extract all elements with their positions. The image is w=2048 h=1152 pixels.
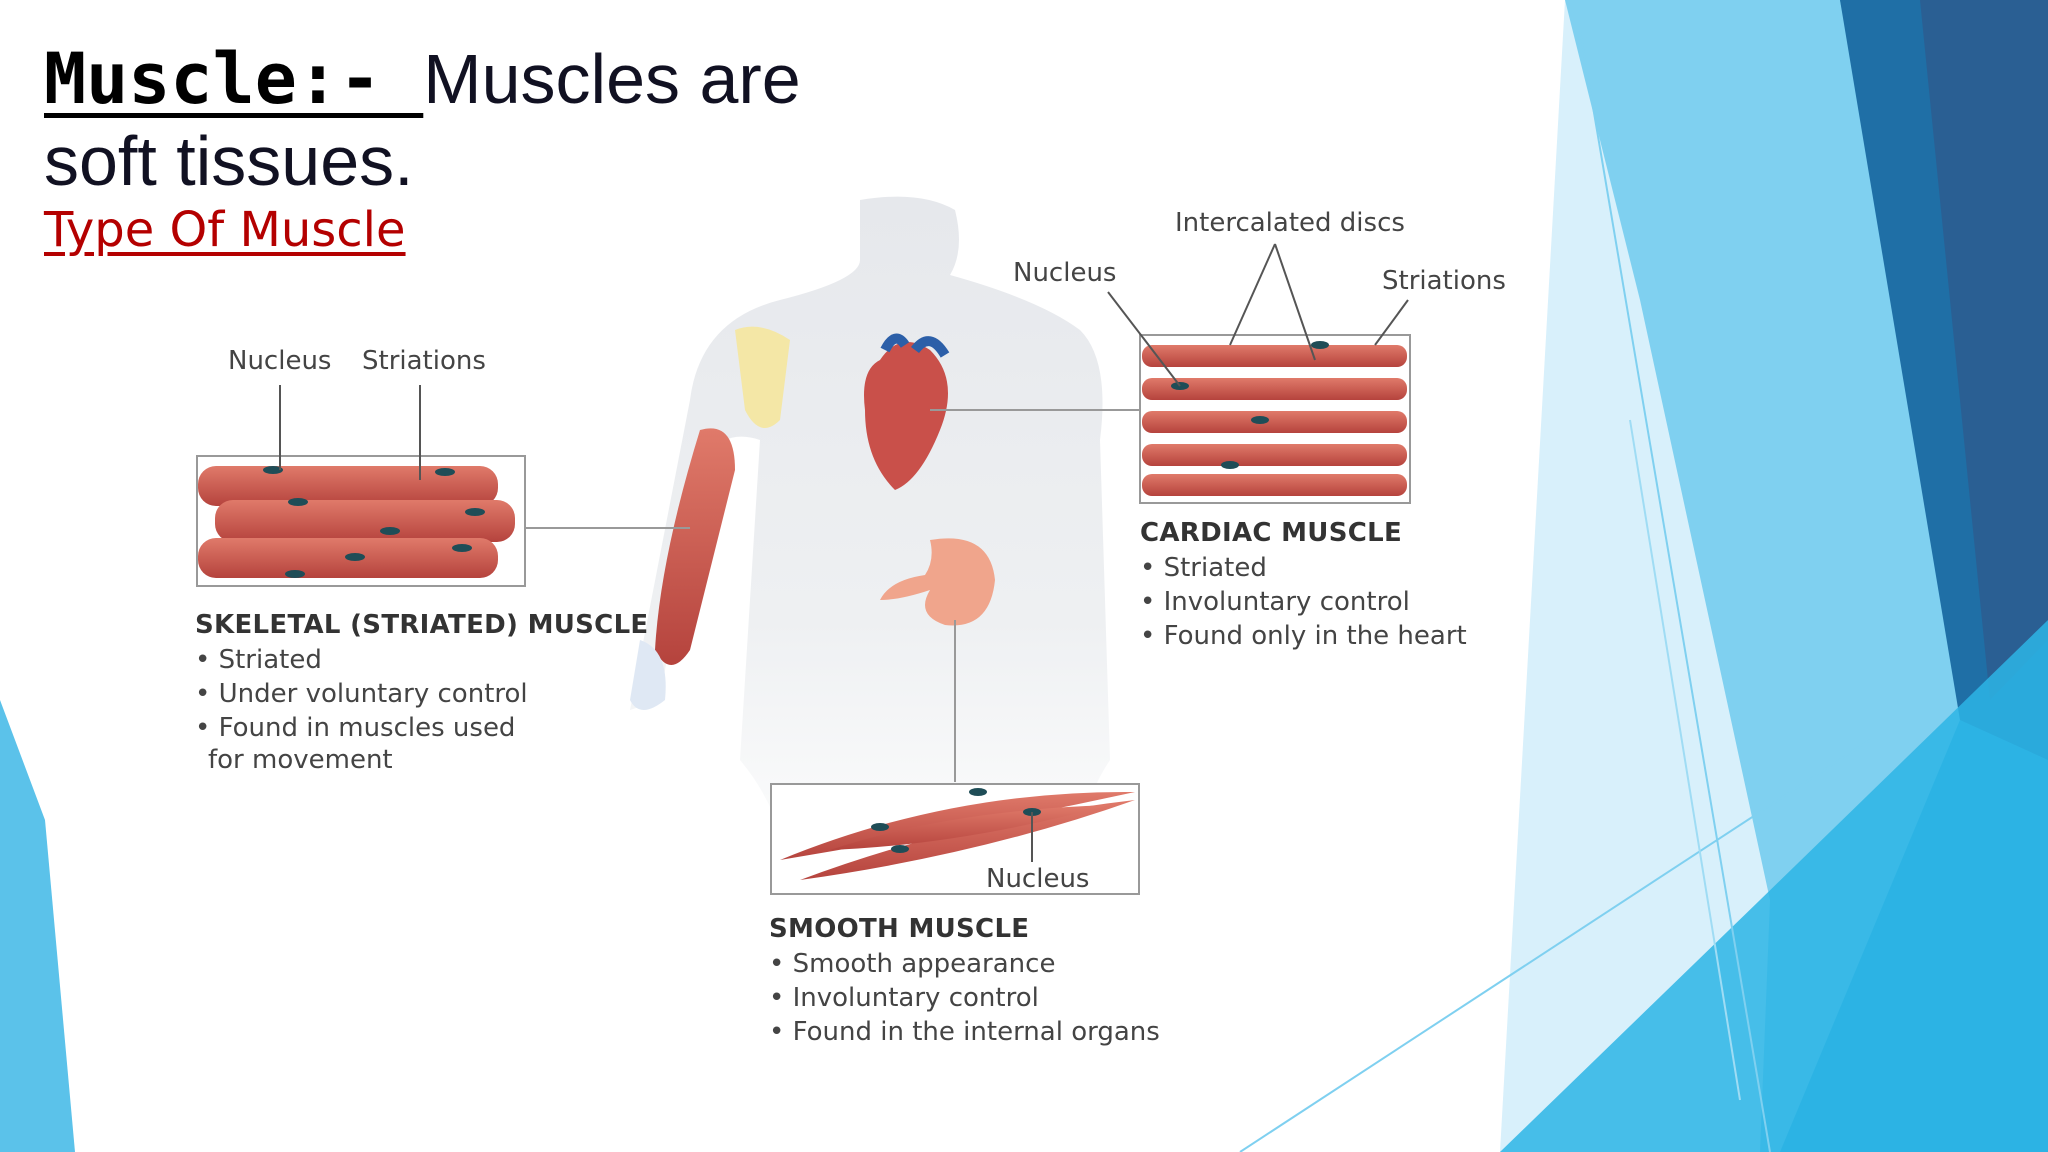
smooth-heading: SMOOTH MUSCLE	[769, 914, 1029, 944]
cardiac-nucleus-label: Nucleus	[1013, 258, 1116, 288]
skeletal-striations-label: Striations	[362, 346, 486, 376]
skeletal-nucleus-label: Nucleus	[228, 346, 331, 376]
smooth-nucleus-label: Nucleus	[986, 864, 1089, 894]
cardiac-bullet: Involuntary control	[1140, 585, 1467, 619]
skeletal-fiber-2	[215, 500, 515, 542]
skeletal-heading: SKELETAL (STRIATED) MUSCLE	[195, 610, 649, 640]
cardiac-striations-label: Striations	[1382, 266, 1506, 296]
skeletal-bullet: Found in muscles used	[195, 711, 528, 745]
cardiac-heading: CARDIAC MUSCLE	[1140, 518, 1402, 548]
cardiac-bullet: Striated	[1140, 551, 1467, 585]
skeletal-bullet-continuation: for movement	[208, 745, 393, 775]
skeletal-bullet: Under voluntary control	[195, 677, 528, 711]
smooth-bullet: Involuntary control	[769, 981, 1160, 1015]
smooth-bullets: Smooth appearance Involuntary control Fo…	[769, 947, 1160, 1049]
skeletal-bullet: Striated	[195, 643, 528, 677]
cardiac-bullets: Striated Involuntary control Found only …	[1140, 551, 1467, 653]
smooth-bullet: Found in the internal organs	[769, 1015, 1160, 1049]
skeletal-bullets: Striated Under voluntary control Found i…	[195, 643, 528, 745]
cardiac-bullet: Found only in the heart	[1140, 619, 1467, 653]
smooth-bullet: Smooth appearance	[769, 947, 1160, 981]
cardiac-intercalated-label: Intercalated discs	[1175, 208, 1405, 238]
